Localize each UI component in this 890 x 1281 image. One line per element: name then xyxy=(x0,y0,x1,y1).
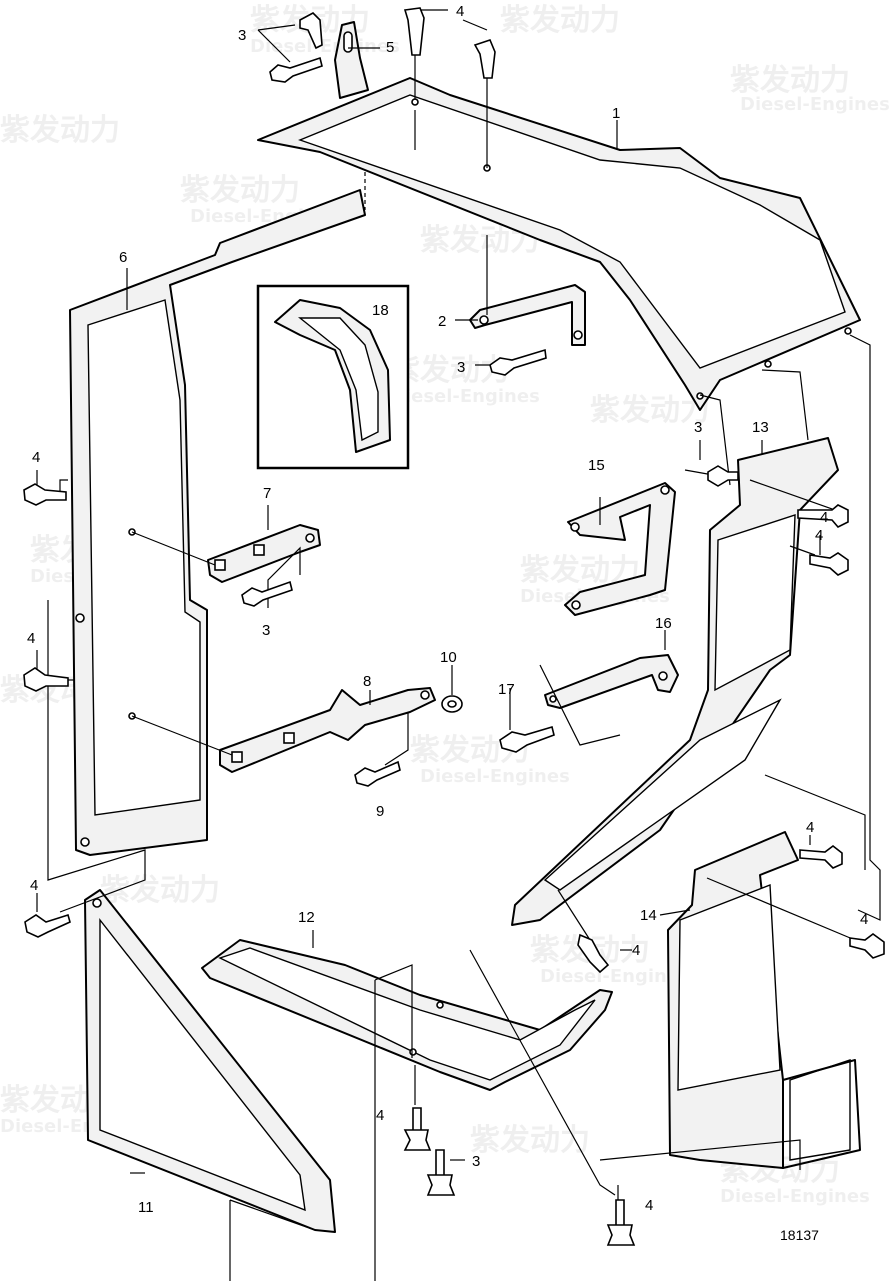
part-10-washer xyxy=(441,695,463,713)
callout-9: 9 xyxy=(376,803,384,820)
reference-number: 18137 xyxy=(780,1227,819,1243)
watermark-subtitle: Diesel-Engines xyxy=(740,94,890,115)
callout-16: 16 xyxy=(655,615,672,632)
callout-18: 18 xyxy=(372,302,389,319)
callout-13: 13 xyxy=(752,419,769,436)
watermark-brand: 紫发动力 xyxy=(590,393,710,428)
bolts xyxy=(23,7,885,1246)
watermark-brand: 紫发动力 xyxy=(0,113,120,148)
callout-5: 5 xyxy=(386,39,394,56)
bolt-3-left2 xyxy=(241,580,293,607)
callout-4: 4 xyxy=(32,449,40,466)
callout-4: 4 xyxy=(456,3,464,20)
callout-3: 3 xyxy=(262,622,270,639)
part-12-bottom-tray xyxy=(201,939,613,1091)
bolt-4-bottom2 xyxy=(606,1199,636,1246)
callout-2: 2 xyxy=(438,313,446,330)
watermark-brand: 紫发动力 xyxy=(500,3,620,38)
part-13-right-panel xyxy=(511,437,839,926)
bolt-4-left2 xyxy=(23,667,69,692)
callout-15: 15 xyxy=(588,457,605,474)
watermark-subtitle: Diesel-Engines xyxy=(420,766,570,787)
bolt-3-left xyxy=(269,56,323,83)
callout-4: 4 xyxy=(30,877,38,894)
bolt-4-right4 xyxy=(849,933,885,959)
callout-7: 7 xyxy=(263,485,271,502)
bolt-3-bottom xyxy=(426,1149,456,1196)
watermark-subtitle: Diesel-Engines xyxy=(390,386,540,407)
part-5-bracket xyxy=(334,21,369,99)
bolt-3-mid xyxy=(489,348,547,376)
callout-4: 4 xyxy=(645,1197,653,1214)
part-6-left-panel xyxy=(69,189,366,856)
callout-10: 10 xyxy=(440,649,457,666)
callout-4: 4 xyxy=(815,527,823,544)
part-18-inset xyxy=(256,284,410,470)
part-8-bracket xyxy=(219,687,436,773)
callout-labels: 1 2 3 3 3 3 3 4 4 4 4 4 4 4 4 4 4 4 5 6 … xyxy=(27,3,868,1216)
bolt-4-top1 xyxy=(403,7,425,56)
bolt-3-top xyxy=(299,12,323,50)
watermark-brand: 紫发动力 xyxy=(100,873,220,908)
bolt-4-top2 xyxy=(473,39,496,79)
bolt-3-right xyxy=(707,465,739,487)
watermark-brand: 紫发动力 xyxy=(180,173,300,208)
part-1-top-cover xyxy=(257,77,861,411)
callout-4: 4 xyxy=(27,630,35,647)
leader-lines xyxy=(36,9,881,1281)
part-7-bracket xyxy=(207,524,321,583)
bolt-4-bottom1 xyxy=(403,1107,432,1151)
bolt-4-left1 xyxy=(23,483,67,506)
watermark-subtitle: Diesel-Engines xyxy=(540,966,690,987)
watermark-subtitle: Diesel-Engines xyxy=(720,1186,870,1207)
callout-3: 3 xyxy=(694,419,702,436)
callout-4: 4 xyxy=(806,819,814,836)
callout-4: 4 xyxy=(632,942,640,959)
callout-14: 14 xyxy=(640,907,657,924)
callout-3: 3 xyxy=(472,1153,480,1170)
callout-3: 3 xyxy=(238,27,246,44)
watermark-brand: 紫发动力 xyxy=(470,1123,590,1158)
callout-6: 6 xyxy=(119,249,127,266)
callout-11: 11 xyxy=(138,1199,154,1216)
watermark-subtitle: Diesel-Engines xyxy=(250,36,400,57)
bolt-4-mid xyxy=(577,933,610,974)
part-16-bracket xyxy=(544,654,679,709)
callout-4: 4 xyxy=(860,911,868,928)
bolt-4-right1 xyxy=(797,504,849,528)
callout-1: 1 xyxy=(612,105,620,122)
part-14-right-panel xyxy=(667,831,861,1169)
bolt-17 xyxy=(499,725,555,753)
callout-3: 3 xyxy=(457,359,465,376)
bolt-4-right3 xyxy=(799,844,843,869)
callout-4: 4 xyxy=(376,1107,384,1124)
part-15-bracket xyxy=(564,482,676,616)
callout-4: 4 xyxy=(820,509,828,526)
watermark-brand: 紫发动力 xyxy=(390,353,510,388)
watermark-brand: 紫发动力 xyxy=(730,63,850,98)
callout-12: 12 xyxy=(298,909,315,926)
part-2-bracket xyxy=(469,284,586,346)
part-11-triangle-panel xyxy=(84,889,336,1233)
callout-17: 17 xyxy=(498,681,515,698)
callout-8: 8 xyxy=(363,673,371,690)
bolt-4-right2 xyxy=(809,552,849,576)
bolt-4-left3 xyxy=(24,913,71,938)
bolt-9 xyxy=(354,760,401,787)
